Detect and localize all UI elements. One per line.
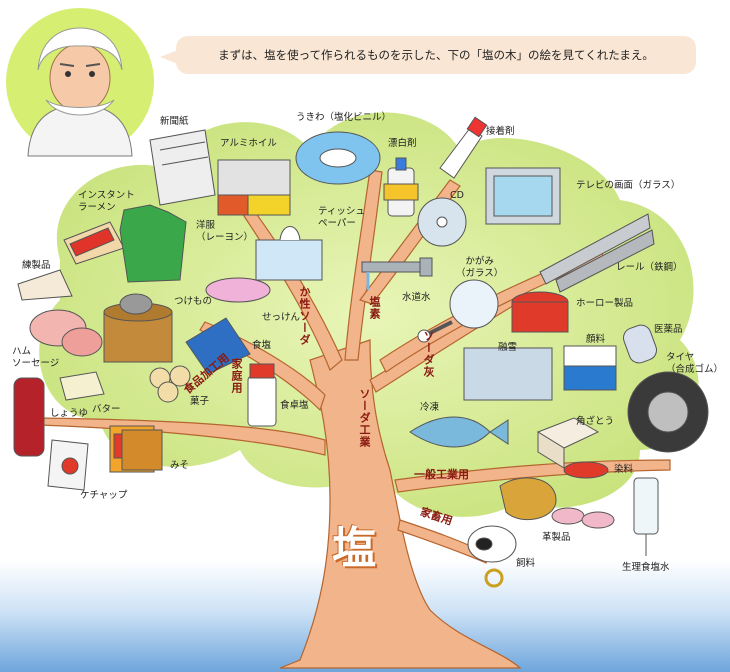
trunk-label: 塩 [332,523,376,574]
label-table-salt: 食卓塩 [280,400,309,411]
label-adhesive: 接着剤 [486,126,515,137]
sweets-icon [149,365,191,403]
branch-livestock [397,519,491,564]
paint-icon [563,345,617,391]
fish-icon [409,416,509,448]
label-instant-ramen: インスタント ラーメン [78,190,135,213]
clothes-icon [119,204,187,283]
branch-label-home: 家庭用 [230,358,243,394]
ham-sausage-icon [13,377,45,457]
label-sweets: 菓子 [190,396,210,407]
label-ham: ハム ソーセージ [12,346,60,369]
saline-icon [633,477,659,556]
label-tv-screen: テレビの画面（ガラス） [576,180,681,191]
butter-icon [59,371,105,401]
branch-label-general: 一般工業用 [414,468,469,481]
label-ketchup: ケチャップ [80,490,128,501]
label-tap-water: 水道水 [402,292,431,303]
label-medicine: 医薬品 [654,324,683,335]
ham-icon [29,309,103,357]
label-saline: 生理食塩水 [622,562,670,573]
table-salt-icon [247,363,277,427]
trunk [279,339,522,669]
salt-cubes-icon [536,417,600,469]
label-noodles: 練製品 [22,260,51,271]
shoes-icon [551,507,615,529]
label-mirror: かがみ （ガラス） [456,256,504,279]
noodles-icon [17,269,73,301]
label-enamel: ホーロー製品 [576,298,634,309]
label-dye: 染料 [614,464,634,475]
cd-icon [417,197,467,247]
snow-icon [463,347,553,401]
label-tire: タイヤ （合成ゴム） [666,352,724,375]
miso-icon [121,429,163,471]
label-salt-cubes: 角ざとう [576,416,615,427]
label-butter: バター [92,404,121,415]
newspaper-icon [149,129,216,206]
float-ring-icon [295,131,381,185]
label-feed: 飼料 [516,558,536,569]
rail-icon [539,213,655,293]
tv-icon [485,167,561,225]
label-soap: せっけん [262,312,301,323]
label-paint: 顔料 [586,334,606,345]
aluminum-foil-icon [217,159,291,216]
enamel-pot-icon [511,291,569,333]
speech-text: まずは、塩を使って作られるものを示した、下の「塩の木」の絵を見てくれたまえ。 [218,48,654,62]
medicine-icon [623,324,657,364]
label-clothes: 洋服 （レーヨン） [196,220,254,243]
branch-label-chlorine: 塩素 [368,296,381,320]
label-freezing: 冷凍 [420,402,440,413]
label-miso: みそ [170,460,190,471]
speech-bubble: まずは、塩を使って作られるものを示した、下の「塩の木」の絵を見てくれたまえ。 [176,36,696,74]
label-soy-sauce: しょうゆ [50,408,89,419]
tire-icon [627,371,709,453]
label-leather: 革製品 [542,532,571,543]
speech-bubble-tail [160,50,178,64]
pickles-icon [103,293,173,363]
tap-water-icon [361,257,433,290]
label-snow-melt: 融雪 [498,342,518,353]
label-aluminum-foil: アルミホイル [220,138,277,149]
label-float-ring: うきわ（塩化ビニル） [296,112,392,123]
label-tissue: ティッシュ ペーパー [318,206,365,229]
label-pickles: つけもの [174,296,213,307]
ketchup-icon [47,439,89,491]
mirror-icon [417,279,499,343]
label-cd: CD [450,190,464,201]
label-table-salt-pkg: 食塩 [252,340,272,351]
branch-label-soda-ash: ソーダ灰 [422,330,435,378]
dye-icon [563,461,609,479]
label-bleach: 漂白剤 [388,138,417,149]
branch-label-soda-industry: ソーダ工業 [358,388,371,448]
cow-feed-icon [467,525,517,588]
soap-icon [205,277,271,303]
branch-label-caustic: か性ソーダ [298,286,311,346]
professor-portrait [6,8,154,157]
adhesive-icon [439,116,488,179]
label-rail: レール（鉄鋼） [616,262,683,273]
bleach-icon [383,157,419,217]
salt-box-icon [185,317,251,375]
tissue-icon [255,226,323,281]
label-newspaper: 新聞紙 [160,116,189,127]
leather-icon [499,477,557,521]
